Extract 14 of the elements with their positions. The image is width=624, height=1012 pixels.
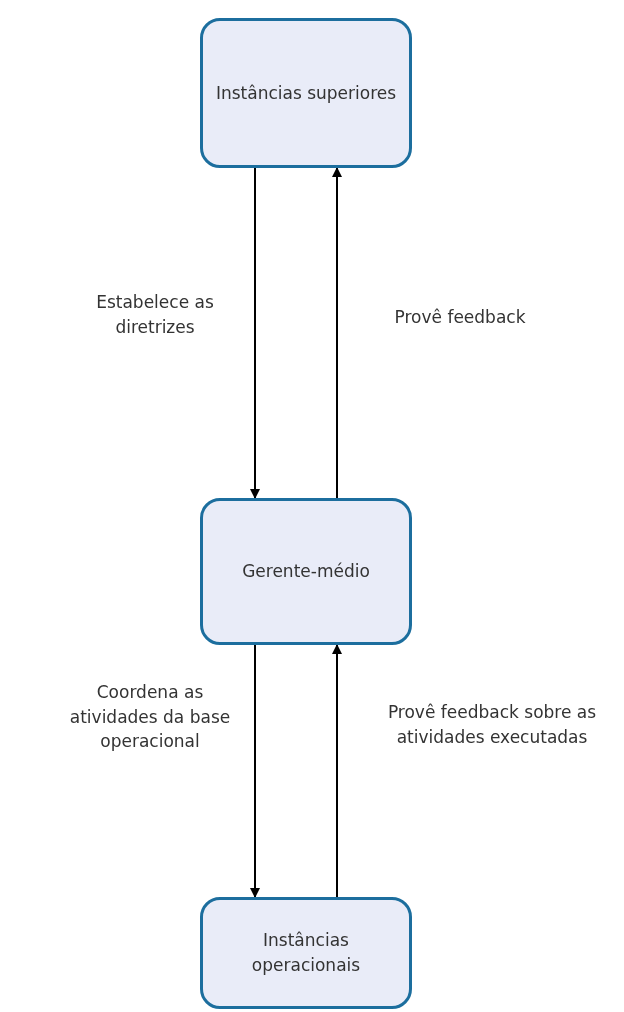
arrow [250, 644, 260, 898]
node-label: Gerente-médio [242, 560, 370, 584]
arrow [250, 167, 260, 499]
edge-label: Estabelece as diretrizes [95, 291, 215, 339]
node-label: Instâncias superiores [215, 81, 397, 105]
process-box [200, 18, 412, 168]
process-box [200, 498, 412, 645]
edge-label: Provê feedback sobre as atividades executadas [386, 701, 598, 749]
edge-label: Provê feedback [393, 306, 527, 329]
arrow [332, 167, 342, 499]
edge-label: Coordena as atividades da base operacional [68, 681, 232, 754]
node-label: Instâncias operacionais [250, 929, 362, 977]
arrow [332, 644, 342, 898]
process-box [200, 897, 412, 1009]
